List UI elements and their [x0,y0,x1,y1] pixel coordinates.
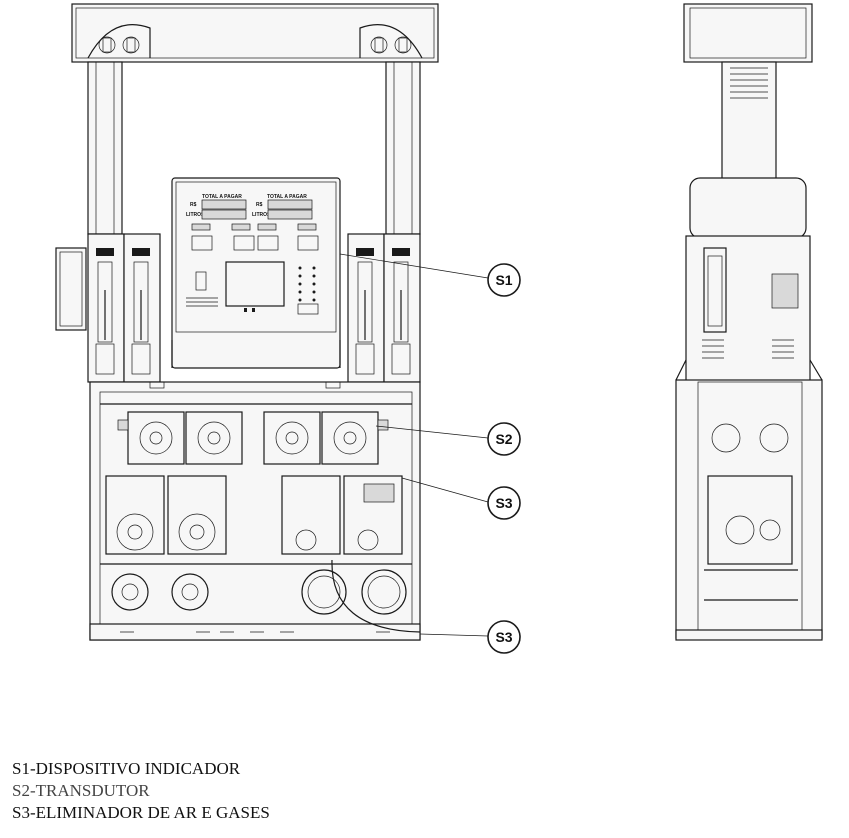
legend-item-s2: S2-TRANSDUTOR [12,781,150,800]
callout-s1: S1 [487,263,521,297]
svg-text:S2: S2 [495,431,512,447]
display-head: TOTAL A PAGAR TOTAL A PAGAR R$ R$ LITROS… [171,177,341,369]
hydraulic-cabinet [89,381,421,641]
currency-label-right: R$ [256,202,263,208]
callout-s3-lower: S3 [487,620,521,654]
nozzle-holders-right [347,233,421,383]
front-view: TOTAL A PAGAR TOTAL A PAGAR R$ R$ LITROS… [55,3,521,654]
litros-label-right: LITROS [252,212,271,218]
meters-row [117,411,389,465]
callout-s3-upper: S3 [487,486,521,520]
legend-item-s1: S1-DISPOSITIVO INDICADOR [12,759,241,778]
pump-units [105,475,403,555]
nozzle-holders-left [55,233,161,383]
front-columns [87,61,421,235]
svg-text:S1: S1 [495,272,512,288]
side-view [675,3,823,641]
legend-item-s3: S3-ELIMINADOR DE AR E GASES [12,803,270,822]
total-label-left: TOTAL A PAGAR [202,194,242,200]
total-label-right: TOTAL A PAGAR [267,194,307,200]
svg-text:S3: S3 [495,629,512,645]
litros-label-left: LITROS [186,212,205,218]
callout-s2: S2 [487,422,521,456]
lifting-lugs [87,24,423,59]
fuel-dispenser-drawing: TOTAL A PAGAR TOTAL A PAGAR R$ R$ LITROS… [55,3,823,654]
currency-label-left: R$ [190,202,197,208]
column-vents [730,67,768,99]
callouts: S1 S2 S3 S3 [339,253,521,654]
front-canopy [71,3,439,63]
svg-text:S3: S3 [495,495,512,511]
keypad [297,266,319,315]
motors [100,563,412,615]
legend: S1-DISPOSITIVO INDICADOR S2-TRANSDUTOR S… [12,758,270,824]
